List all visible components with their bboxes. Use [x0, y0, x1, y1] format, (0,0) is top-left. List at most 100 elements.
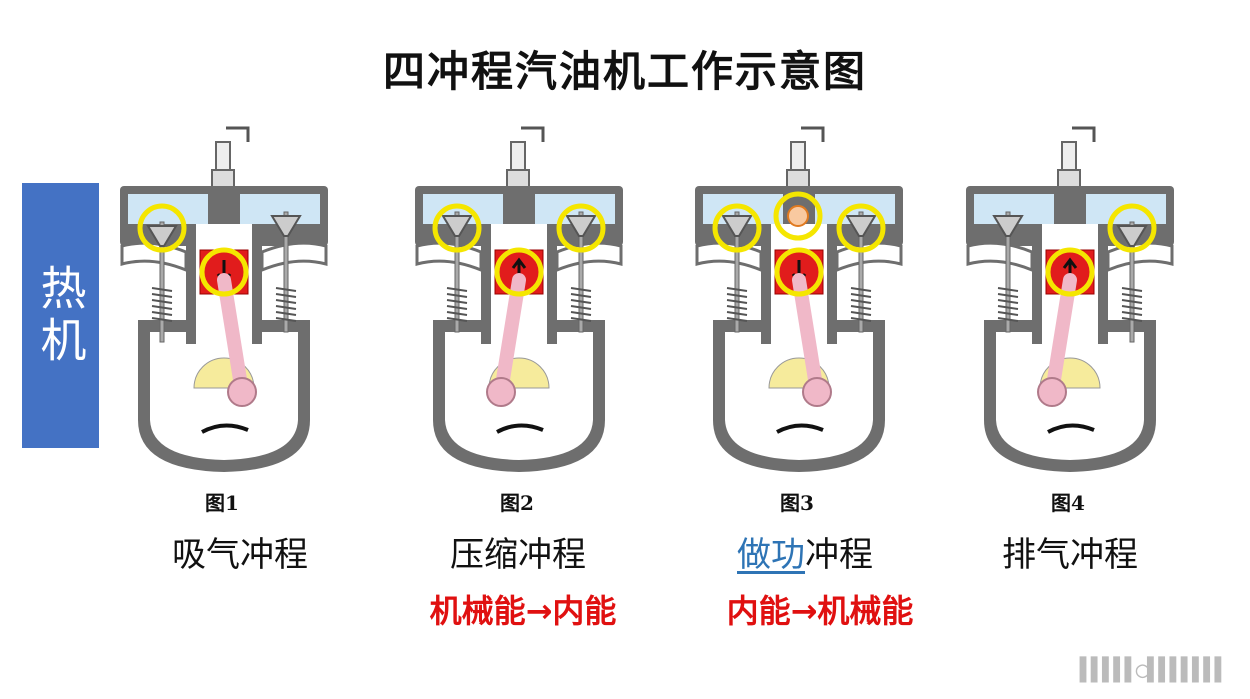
intake-spring-coil — [726, 311, 748, 316]
intake-spring-coil — [151, 317, 173, 322]
stroke-name-2: 压缩冲程 — [450, 535, 586, 575]
spark-plug-insulator — [215, 141, 231, 171]
intake-spring-coil — [446, 311, 468, 316]
intake-port — [966, 241, 1034, 273]
connecting-rod — [494, 273, 526, 399]
engine-diagram-1 — [120, 126, 328, 472]
intake-spring-coil — [997, 305, 1019, 310]
exhaust-spring-coil — [850, 287, 872, 292]
exhaust-spring-coil — [275, 299, 297, 304]
rotation-arrow — [496, 423, 544, 434]
highlight-ring-right-valve — [836, 203, 886, 253]
figure-label-3: 图3 — [780, 491, 814, 515]
intake-valve-stem — [734, 211, 740, 333]
stroke-name-4: 排气冲程 — [1002, 535, 1138, 575]
exhaust-spring-coil — [570, 311, 592, 316]
exhaust-spring-coil — [850, 317, 872, 322]
spark-plug-insulator — [510, 141, 526, 171]
spark-burst — [787, 205, 809, 227]
intake-spring-coil — [151, 305, 173, 310]
spark-plug-insulator — [790, 141, 806, 171]
connecting-rod — [1045, 273, 1077, 399]
exhaust-spring-coil — [275, 305, 297, 310]
connecting-rod — [217, 273, 249, 399]
watermark: ▌▌▌▌▌◯▌▌▌▌▌▌▌ — [1079, 658, 1228, 683]
spark-plug-wire — [521, 126, 545, 142]
intake-valve-stem — [1005, 211, 1011, 333]
engine-panel-4 — [948, 120, 1188, 480]
engine-panel-1 — [102, 120, 342, 480]
exhaust-spring-coil — [850, 311, 872, 316]
exhaust-spring-coil — [570, 299, 592, 304]
intake-spring-coil — [726, 299, 748, 304]
exhaust-spring-coil — [850, 293, 872, 298]
exhaust-spring-coil — [275, 311, 297, 316]
exhaust-spring-coil — [275, 317, 297, 322]
engine-diagram-4 — [966, 126, 1174, 472]
intake-spring-coil — [997, 317, 1019, 322]
intake-valve-head — [721, 215, 753, 237]
engine-diagram-2 — [415, 126, 623, 472]
rotation-arrow — [201, 423, 249, 434]
intake-spring-coil — [446, 299, 468, 304]
stroke-name-3-rest: 冲程 — [805, 535, 873, 575]
connecting-rod — [792, 273, 824, 399]
diagram-title: 四冲程汽油机工作示意图 — [382, 47, 867, 96]
exhaust-valve-stem — [283, 211, 289, 333]
figure-label-1: 图1 — [205, 491, 239, 515]
side-label: 热机 — [22, 183, 99, 448]
exhaust-spring-coil — [570, 317, 592, 322]
exhaust-spring-coil — [570, 293, 592, 298]
crankcase-inner — [150, 332, 298, 460]
highlight-ring-piston — [199, 247, 249, 297]
intake-spring-coil — [726, 317, 748, 322]
exhaust-spring-coil — [1121, 311, 1143, 316]
stroke-name-3: 做功冲程 — [655, 527, 955, 576]
exhaust-spring-coil — [1121, 299, 1143, 304]
highlight-ring-left-valve — [432, 203, 482, 253]
exhaust-spring-coil — [1121, 293, 1143, 298]
intake-spring-coil — [726, 287, 748, 292]
intake-spring-coil — [726, 305, 748, 310]
intake-valve-stem — [454, 211, 460, 333]
exhaust-spring-coil — [570, 305, 592, 310]
highlight-ring-piston — [494, 247, 544, 297]
crankcase-inner — [725, 332, 873, 460]
exhaust-valve-head — [845, 215, 877, 237]
spark-plug-wire — [226, 126, 250, 142]
crankcase-inner — [445, 332, 593, 460]
intake-spring-coil — [151, 299, 173, 304]
exhaust-spring-coil — [1121, 305, 1143, 310]
stroke-name-3-highlight: 做功 — [737, 535, 805, 575]
crank-pin — [486, 377, 516, 407]
intake-spring-coil — [446, 287, 468, 292]
engine-panel-2 — [397, 120, 637, 480]
intake-spring-coil — [446, 293, 468, 298]
intake-valve-stem — [159, 221, 165, 343]
exhaust-valve-head — [1116, 225, 1148, 247]
exhaust-spring-coil — [1121, 317, 1143, 322]
highlight-ring-right-valve — [1107, 203, 1157, 253]
exhaust-valve-head — [270, 215, 302, 237]
highlight-ring-left-valve — [137, 203, 187, 253]
exhaust-spring-coil — [850, 299, 872, 304]
highlight-ring-piston — [774, 247, 824, 297]
rotation-arrow — [776, 423, 824, 434]
intake-spring-coil — [997, 311, 1019, 316]
exhaust-spring-coil — [275, 287, 297, 292]
stroke-name-1: 吸气冲程 — [172, 535, 308, 575]
crank-pin — [1037, 377, 1067, 407]
intake-valve-head — [441, 215, 473, 237]
rotation-arrow — [1047, 423, 1095, 434]
intake-spring-coil — [997, 287, 1019, 292]
figure-label-4: 图4 — [1051, 491, 1085, 515]
intake-spring-coil — [446, 305, 468, 310]
highlight-ring-piston — [1045, 247, 1095, 297]
highlight-ring-spark — [773, 191, 823, 241]
energy-conversion-3: 内能→机械能 — [726, 592, 914, 630]
exhaust-valve-stem — [578, 211, 584, 333]
intake-spring-coil — [446, 317, 468, 322]
exhaust-spring-coil — [850, 305, 872, 310]
highlight-ring-right-valve — [556, 203, 606, 253]
figure-label-2: 图2 — [500, 491, 534, 515]
